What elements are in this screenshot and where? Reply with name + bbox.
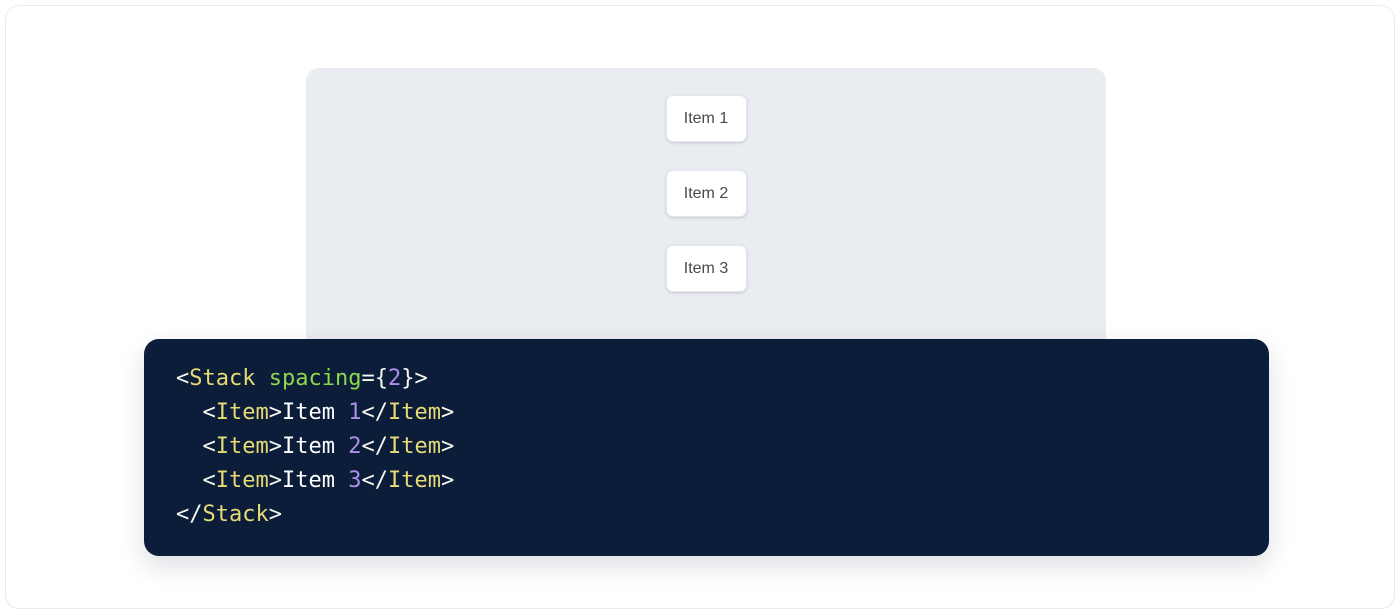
code-snippet-block: <Stack spacing={2}> <Item>Item 1</Item> …: [144, 339, 1269, 556]
code-token-punct: <: [203, 468, 216, 493]
code-token-num: 2: [348, 434, 361, 459]
stack-item-label: Item 3: [684, 261, 728, 277]
stack-container: Item 1 Item 2 Item 3: [306, 68, 1106, 292]
code-token-tag: Item: [388, 400, 441, 425]
code-token-brace: }: [401, 366, 414, 391]
stack-preview-panel: Item 1 Item 2 Item 3: [306, 68, 1106, 358]
code-token-punct: >: [269, 400, 282, 425]
code-token-punct: </: [361, 434, 388, 459]
code-token-punct: </: [361, 468, 388, 493]
code-token-tag: Item: [216, 434, 269, 459]
code-token-num: 2: [388, 366, 401, 391]
stack-item[interactable]: Item 1: [666, 95, 747, 142]
code-token-num: 1: [348, 400, 361, 425]
code-token-tag: Stack: [189, 366, 255, 391]
page-card: Item 1Item 2Item 3 <Stack spacing={2}> <…: [5, 5, 1395, 609]
stack-item[interactable]: Item 2: [666, 170, 747, 217]
code-token-punct: >: [269, 434, 282, 459]
code-token-punct: >: [414, 366, 427, 391]
code-token-tag: Item: [388, 434, 441, 459]
code-token-punct: <: [203, 400, 216, 425]
code-token-punct: >: [269, 468, 282, 493]
code-token-tag: Stack: [203, 502, 269, 527]
code-token-punct: >: [441, 468, 454, 493]
code-token-text: Item: [282, 400, 348, 425]
code-token-punct: <: [176, 366, 189, 391]
code-token-punct: <: [203, 434, 216, 459]
code-token-punct: >: [441, 400, 454, 425]
code-line: <Item>Item 2</Item>: [176, 430, 1269, 464]
code-snippet-text: <Stack spacing={2}> <Item>Item 1</Item> …: [176, 362, 1269, 532]
code-token-punct: </: [176, 502, 203, 527]
code-line: <Stack spacing={2}>: [176, 362, 1269, 396]
code-token-attr: spacing: [269, 366, 362, 391]
code-token-tag: Item: [216, 468, 269, 493]
code-token-eq: =: [361, 366, 374, 391]
code-line: </Stack>: [176, 498, 1269, 532]
code-token-tag: Item: [388, 468, 441, 493]
stack-item[interactable]: Item 3: [666, 245, 747, 292]
code-token-text: Item: [282, 468, 348, 493]
code-token-punct: </: [361, 400, 388, 425]
code-token-tag: Item: [216, 400, 269, 425]
code-token-punct: >: [269, 502, 282, 527]
code-token-punct: >: [441, 434, 454, 459]
stack-item-label: Item 2: [684, 186, 728, 202]
code-line: <Item>Item 3</Item>: [176, 464, 1269, 498]
code-token-text: Item: [282, 434, 348, 459]
code-token-text: [255, 366, 268, 391]
code-line: <Item>Item 1</Item>: [176, 396, 1269, 430]
code-token-num: 3: [348, 468, 361, 493]
code-token-brace: {: [375, 366, 388, 391]
stack-item-label: Item 1: [684, 111, 728, 127]
